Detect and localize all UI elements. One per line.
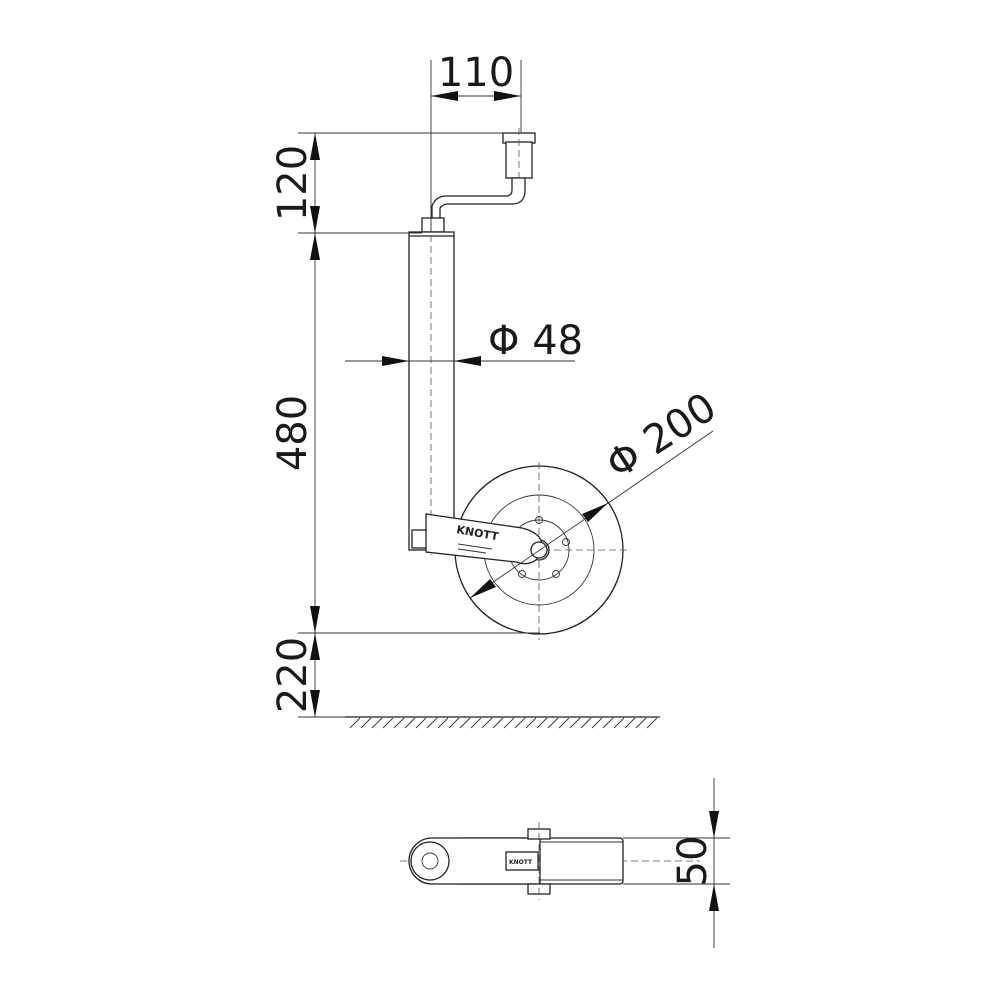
side-view: KNOTT [345,128,660,729]
hatch-mark [613,717,625,729]
fork-bolt [530,541,548,559]
hatch-mark [547,717,559,729]
hatch-mark [602,717,614,729]
hatch-mark [646,717,658,729]
dimension-wheel-width: 50 [623,778,730,948]
hatch-mark [371,717,383,729]
hatch-mark [569,717,581,729]
hatch-mark [459,717,471,729]
brand-label-small: KNOTT [509,859,533,866]
dim-wheel-width: 50 [670,836,716,887]
top-brand-plate [505,851,539,871]
crank-collar [421,217,445,233]
hatch-mark [492,717,504,729]
crank-handle [421,128,536,233]
main-tube [408,224,455,555]
wheel-fork: KNOTT [425,513,548,565]
hatch-mark [415,717,427,729]
hatch-mark [624,717,636,729]
hatch-mark [426,717,438,729]
bolt-hole [562,538,570,546]
hatch-mark [448,717,460,729]
ground-hatch-icon [345,716,660,729]
crank-arm [431,177,526,223]
hatch-mark [437,717,449,729]
hatch-mark [635,717,647,729]
hatch-mark [481,717,493,729]
bolt-hole [552,570,560,578]
top-tube-inner [421,852,439,870]
bolt-hole [518,570,526,578]
hatch-mark [393,717,405,729]
hatch-mark [470,717,482,729]
dim-tube-length: 480 [270,395,316,471]
hatch-mark [580,717,592,729]
hatch-mark [382,717,394,729]
hatch-mark [349,717,361,729]
dim-crank-offset: 110 [438,50,514,96]
hatch-mark [503,717,515,729]
hatch-mark [525,717,537,729]
hatch-mark [514,717,526,729]
top-tube [410,841,450,881]
tube-body [408,231,455,551]
dim-tube-diameter: Φ 48 [488,318,583,364]
hatch-mark [536,717,548,729]
hatch-mark [360,717,372,729]
dim-ground-clearance: 220 [270,637,316,713]
dim-crank-height: 120 [270,145,316,221]
top-view: KNOTT [400,822,700,900]
hatch-mark [558,717,570,729]
hatch-mark [591,717,603,729]
hatch-mark [404,717,416,729]
